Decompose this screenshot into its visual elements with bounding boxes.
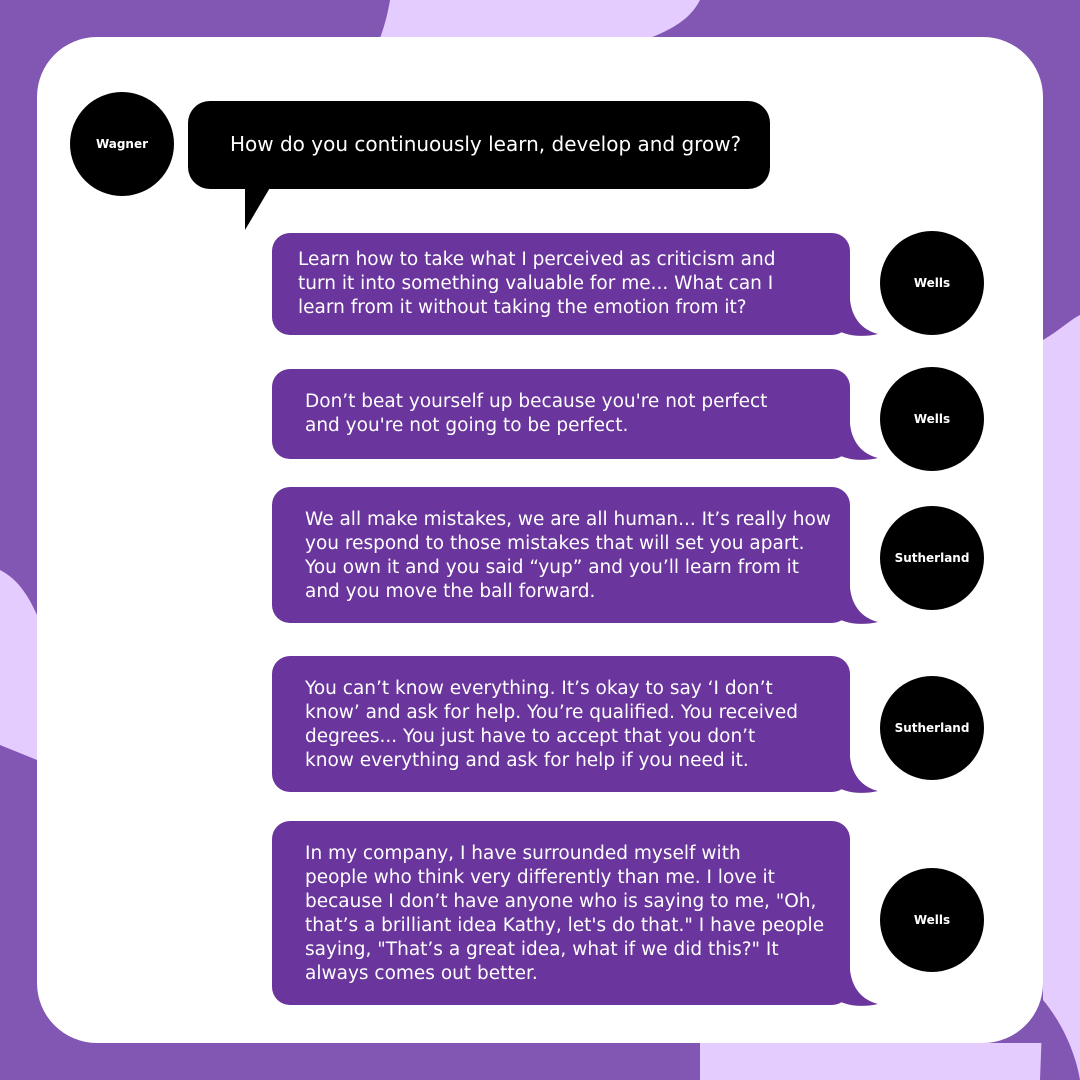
answer-line: saying, "That’s a great idea, what if we… <box>305 939 779 960</box>
answer-line: Don’t beat yourself up because you're no… <box>305 391 768 412</box>
answer-line: know everything and ask for help if you … <box>305 750 749 771</box>
answer-line: and you're not going to be perfect. <box>305 415 629 436</box>
answer-bubble-tail <box>830 757 878 793</box>
avatar-sutherland: Sutherland <box>880 676 984 780</box>
answer-line: You own it and you said “yup” and you’ll… <box>305 557 799 578</box>
answer-bubble: In my company, I have surrounded myself … <box>272 821 850 1005</box>
answer-line: In my company, I have surrounded myself … <box>305 843 741 864</box>
question-bubble-tail <box>245 186 271 230</box>
answer-line: We all make mistakes, we are all human..… <box>305 509 831 530</box>
avatar-label: Sutherland <box>894 721 970 735</box>
answer-line: turn it into something valuable for me..… <box>298 273 774 294</box>
avatar-label: Wells <box>913 276 951 290</box>
answer-bubble-tail <box>830 424 878 460</box>
answer-line: always comes out better. <box>305 963 538 984</box>
avatar-wells: Wells <box>880 868 984 972</box>
answer-bubble-tail <box>830 588 878 624</box>
answer-line: because I don’t have anyone who is sayin… <box>305 891 817 912</box>
answer-bubble: We all make mistakes, we are all human..… <box>272 487 850 623</box>
avatar-label: Wells <box>913 913 951 927</box>
answer-line: you respond to those mistakes that will … <box>305 533 805 554</box>
answer-bubble-tail <box>830 300 878 336</box>
answer-line: people who think very differently than m… <box>305 867 775 888</box>
avatar-label: Sutherland <box>894 551 970 565</box>
answer-bubble-tail <box>830 970 878 1006</box>
avatar-label: Wagner <box>95 137 149 151</box>
answer-line: Learn how to take what I perceived as cr… <box>298 249 776 270</box>
question-text: How do you continuously learn, develop a… <box>230 132 742 156</box>
answer-bubble: You can’t know everything. It’s okay to … <box>272 656 850 792</box>
avatar-wagner: Wagner <box>70 92 174 196</box>
avatar-label: Wells <box>913 412 951 426</box>
avatar-wells: Wells <box>880 231 984 335</box>
avatar-wells: Wells <box>880 367 984 471</box>
answer-line: and you move the ball forward. <box>305 581 596 602</box>
answer-line: You can’t know everything. It’s okay to … <box>305 678 773 699</box>
avatar-sutherland: Sutherland <box>880 506 984 610</box>
question-bubble: How do you continuously learn, develop a… <box>188 101 770 189</box>
answer-bubble: Don’t beat yourself up because you're no… <box>272 369 850 459</box>
answer-line: know’ and ask for help. You’re qualified… <box>305 702 798 723</box>
answer-line: that’s a brilliant idea Kathy, let's do … <box>305 915 825 936</box>
answer-line: degrees... You just have to accept that … <box>305 726 756 747</box>
answer-bubble: Learn how to take what I perceived as cr… <box>272 233 850 335</box>
answer-line: learn from it without taking the emotion… <box>298 297 747 318</box>
